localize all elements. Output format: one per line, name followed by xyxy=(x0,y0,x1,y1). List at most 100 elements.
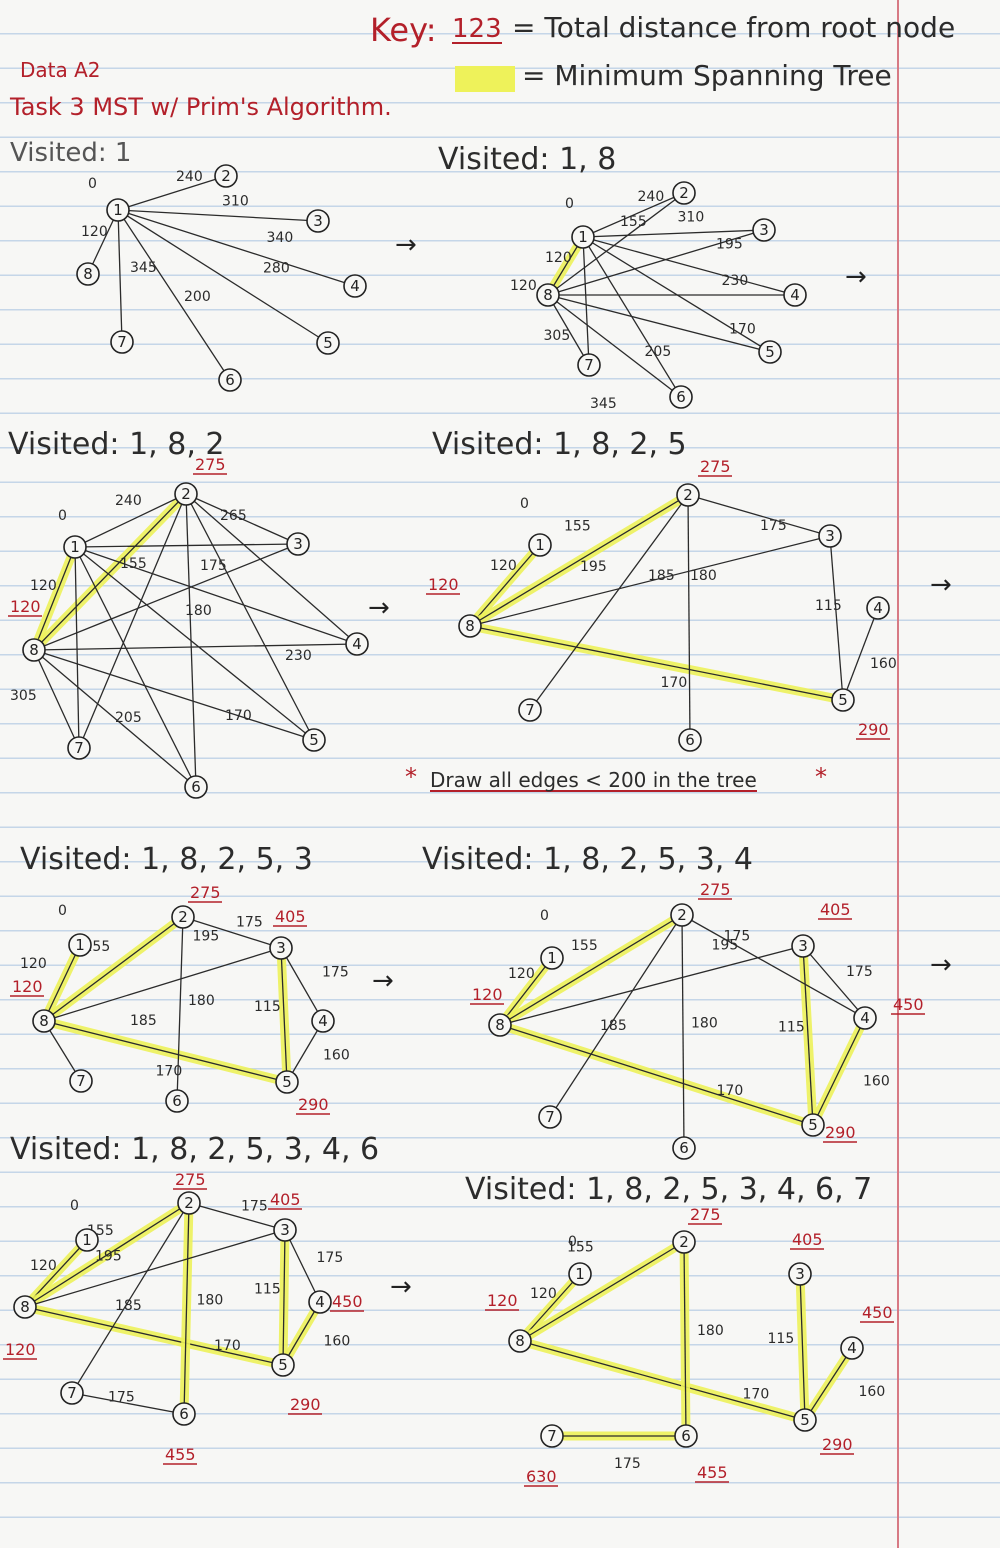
node-circle xyxy=(831,688,855,712)
edge-weight-label: 120 xyxy=(20,956,47,972)
node-label: 1 xyxy=(113,201,123,219)
edge-8-5 xyxy=(469,625,844,701)
node-3: 3 xyxy=(286,532,310,556)
node-circle xyxy=(540,946,564,970)
node-label: 3 xyxy=(276,939,286,957)
edge-weight-label: 180 xyxy=(690,568,717,584)
edge-2-3 xyxy=(687,494,831,537)
node-label: 8 xyxy=(495,1016,505,1034)
edge-8-7 xyxy=(547,294,590,366)
node-8: 8 xyxy=(76,262,100,286)
node-circle xyxy=(866,596,890,620)
node-label: 7 xyxy=(67,1384,77,1402)
node-label: 3 xyxy=(825,527,835,545)
node-circle xyxy=(75,1228,99,1252)
edge-8-2 xyxy=(547,192,685,296)
edge-2-7 xyxy=(529,494,689,711)
node-2: 2 xyxy=(676,483,700,507)
node-label: 7 xyxy=(525,701,535,719)
node-2: 2 xyxy=(670,903,694,927)
edge-weight-label: 310 xyxy=(222,194,249,210)
node-8: 8 xyxy=(508,1329,532,1353)
edge-weight-label: 170 xyxy=(743,1387,770,1403)
edge-1-3 xyxy=(117,209,319,222)
arrow-right-icon: → xyxy=(372,966,394,996)
edge-weight-label: 175 xyxy=(614,1456,641,1472)
edge-1-2 xyxy=(582,192,685,238)
edge-2-6 xyxy=(687,494,691,741)
node-label: 4 xyxy=(318,1012,328,1030)
edge-weight-label: 345 xyxy=(130,260,157,276)
node-8: 8 xyxy=(13,1295,37,1319)
node-7: 7 xyxy=(577,353,601,377)
distance-label: 0 xyxy=(88,176,97,192)
distance-label: 0 xyxy=(58,508,67,524)
edge-weight-label: 155 xyxy=(567,1240,594,1256)
node-circle xyxy=(171,905,195,929)
distance-label: 0 xyxy=(58,903,67,919)
node-label: 3 xyxy=(798,937,808,955)
node-6: 6 xyxy=(672,1136,696,1160)
node-circle xyxy=(177,1191,201,1215)
node-4: 4 xyxy=(345,632,369,656)
node-4: 4 xyxy=(840,1336,864,1360)
panel5-visited: Visited: 1, 8, 2, 5, 3 xyxy=(20,842,313,877)
node-8: 8 xyxy=(458,614,482,638)
node-label: 3 xyxy=(313,212,323,230)
edge-7-6 xyxy=(71,1392,185,1415)
edge-weight-label: 120 xyxy=(508,966,535,982)
node-label: 1 xyxy=(82,1231,92,1249)
node-circle xyxy=(63,535,87,559)
node-2: 2 xyxy=(672,1230,696,1254)
node-circle xyxy=(311,1009,335,1033)
node-circle xyxy=(791,934,815,958)
node-2: 2 xyxy=(174,482,198,506)
node-8: 8 xyxy=(488,1013,512,1037)
edge-3-4 xyxy=(280,947,324,1022)
edge-weight-label: 160 xyxy=(863,1074,890,1090)
node-5: 5 xyxy=(316,331,340,355)
node-circle xyxy=(670,903,694,927)
asterisk-icon: * xyxy=(815,763,827,791)
edge-3-5 xyxy=(802,945,814,1126)
node-label: 3 xyxy=(795,1265,805,1283)
node-label: 5 xyxy=(838,691,848,709)
node-circle xyxy=(840,1336,864,1360)
distance-label: 120 xyxy=(487,1291,518,1310)
node-7: 7 xyxy=(110,330,134,354)
distance-label: 290 xyxy=(290,1395,321,1414)
arrow-right-icon: → xyxy=(395,230,417,260)
panel4-visited: Visited: 1, 8, 2, 5 xyxy=(432,427,687,462)
node-circle xyxy=(568,1262,592,1286)
edge-weight-label: 230 xyxy=(285,648,312,664)
node-6: 6 xyxy=(678,728,702,752)
edge-1-7 xyxy=(117,209,123,343)
distance-label: 275 xyxy=(190,883,221,902)
node-5: 5 xyxy=(758,340,782,364)
edge-8-2 xyxy=(43,916,184,1022)
distance-label: 120 xyxy=(12,977,43,996)
edge-weight-label: 155 xyxy=(620,214,647,230)
edge-2-6 xyxy=(185,493,197,788)
edge-8-3 xyxy=(499,945,804,1026)
node-label: 5 xyxy=(323,334,333,352)
edge-weight-label: 175 xyxy=(724,929,751,945)
edge-8-5 xyxy=(24,1306,284,1366)
edge-1-4 xyxy=(582,236,796,296)
node-label: 6 xyxy=(172,1092,182,1110)
edge-2-3 xyxy=(182,916,282,949)
node-label: 1 xyxy=(575,1265,585,1283)
node-3: 3 xyxy=(788,1262,812,1286)
node-label: 7 xyxy=(117,333,127,351)
node-8: 8 xyxy=(32,1009,56,1033)
node-circle xyxy=(106,198,130,222)
node-label: 2 xyxy=(677,906,687,924)
node-circle xyxy=(302,728,326,752)
node-circle xyxy=(538,1105,562,1129)
node-1: 1 xyxy=(75,1228,99,1252)
edge-weight-label: 305 xyxy=(544,328,571,344)
distance-label: 0 xyxy=(70,1198,79,1214)
node-circle xyxy=(22,638,46,662)
node-circle xyxy=(69,1069,93,1093)
